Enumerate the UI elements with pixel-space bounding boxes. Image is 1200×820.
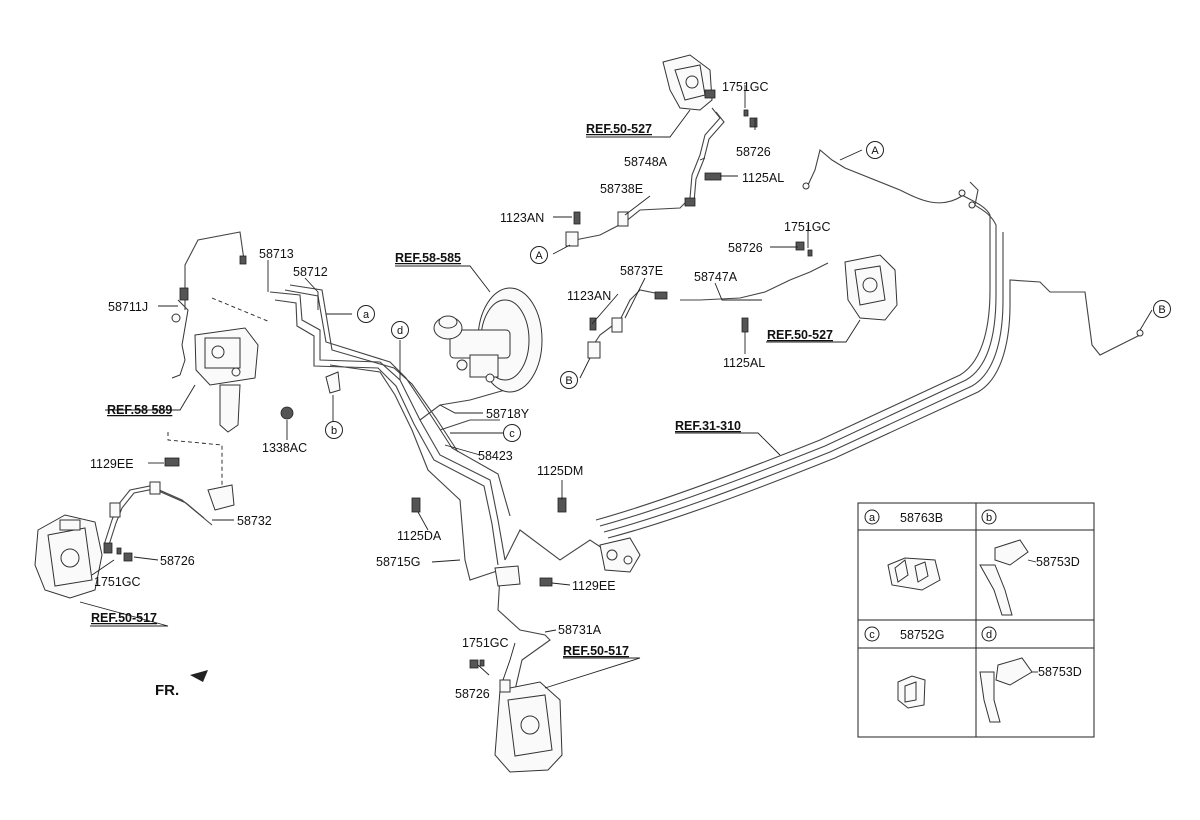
label-58718Y: 58718Y (486, 407, 530, 421)
label-58712: 58712 (293, 265, 328, 279)
clip-58752G-icon (897, 675, 926, 709)
hecu-abs-unit (171, 231, 259, 433)
front-right-caliper-top (662, 54, 716, 111)
front-right-caliper (844, 254, 898, 321)
connector-A-mid: A (535, 250, 543, 262)
ref-50-517-left: REF.50-517 (91, 611, 157, 625)
clip-58753D-b-icon (979, 539, 1037, 616)
label-58423: 58423 (478, 449, 513, 463)
label-58726-4: 58726 (455, 687, 490, 701)
clip-58763B-icon (887, 557, 941, 591)
ref-arrows (79, 109, 861, 689)
ref-50-527-top: REF.50-527 (586, 122, 652, 136)
front-left-caliper (34, 514, 103, 599)
label-58711J: 58711J (108, 300, 148, 314)
clip-58753D-d-icon (979, 657, 1038, 723)
ref-50-517-bottom: REF.50-517 (563, 644, 629, 658)
legend-letter-b: b (986, 512, 992, 524)
connector-a: a (363, 309, 370, 321)
ref-58-585: REF.58-585 (395, 251, 461, 265)
label-1129EE-2: 1129EE (572, 579, 616, 593)
label-58713: 58713 (259, 247, 294, 261)
front-pipe-harness (269, 284, 606, 691)
legend-letter-d: d (986, 629, 992, 641)
label-1125DM: 1125DM (537, 464, 583, 478)
ref-31-310: REF.31-310 (675, 419, 741, 433)
legend-part-a: 58763B (900, 511, 943, 525)
label-1125AL-2: 1125AL (723, 356, 765, 370)
label-58737E: 58737E (620, 264, 663, 278)
label-58732: 58732 (237, 514, 272, 528)
brake-booster (433, 287, 543, 393)
label-1751GC-4: 1751GC (462, 636, 509, 650)
label-58748A: 58748A (624, 155, 668, 169)
label-58715G: 58715G (376, 555, 420, 569)
legend-part-b: 58753D (1036, 555, 1080, 569)
main-brake-pipe-bundle (595, 149, 1144, 539)
label-1338AC: 1338AC (262, 441, 307, 455)
connector-B-mid: B (565, 375, 572, 387)
label-1751GC-3: 1751GC (94, 575, 141, 589)
leader-lines (91, 85, 1153, 681)
part-labels: 1751GC 58726 58748A 1125AL 58738E 1123AN… (90, 80, 831, 701)
ref-58-589: REF.58 589 (107, 403, 172, 417)
label-1751GC-1: 1751GC (722, 80, 769, 94)
legend-letter-a: a (869, 512, 876, 524)
label-58726-1: 58726 (736, 145, 771, 159)
label-58738E: 58738E (600, 182, 643, 196)
connector-A-top: A (871, 145, 879, 157)
legend-table: a 58763B b 58753D c 58752G d 58753D (857, 502, 1095, 738)
label-1751GC-2: 1751GC (784, 220, 831, 234)
label-1123AN-1: 1123AN (500, 211, 544, 225)
legend-letter-c: c (869, 629, 875, 641)
rear-caliper (494, 681, 563, 773)
label-58747A: 58747A (694, 270, 738, 284)
connector-d: d (397, 325, 403, 337)
connector-b: b (331, 425, 337, 437)
connector-B-right: B (1158, 304, 1165, 316)
front-indicator: FR. (155, 682, 179, 699)
ref-labels: REF.50-527 REF.50-527 REF.58-585 REF.58 … (91, 122, 833, 658)
label-58726-2: 58726 (728, 241, 763, 255)
connector-markers: A A B B a b c d (325, 141, 1171, 442)
label-58731A: 58731A (558, 623, 602, 637)
connector-c: c (509, 428, 515, 440)
ref-50-527-right: REF.50-527 (767, 328, 833, 342)
label-58726-3: 58726 (160, 554, 195, 568)
label-1123AN-2: 1123AN (567, 289, 611, 303)
legend-part-d: 58753D (1038, 665, 1082, 679)
label-1125DA: 1125DA (397, 529, 442, 543)
legend-part-c: 58752G (900, 628, 944, 642)
front-arrow-icon (190, 670, 208, 682)
label-1125AL-1: 1125AL (742, 171, 784, 185)
rear-junction-block (599, 537, 641, 573)
label-1129EE-1: 1129EE (90, 457, 134, 471)
